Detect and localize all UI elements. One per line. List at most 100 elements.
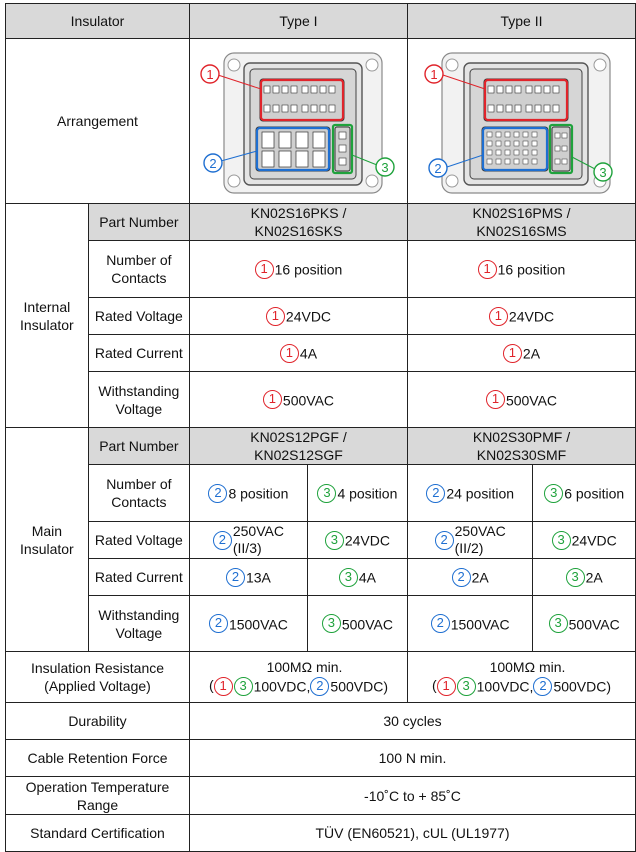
marker-2-icon: 2 [533,676,553,696]
insulation-label: Insulation Resistance (Applied Voltage) [5,651,190,703]
signal-pins-type-1 [338,131,347,166]
certification-label: Standard Certification [5,814,190,852]
main-contacts-label: Number of Contacts [87,464,190,522]
internal-current-label: Rated Current [87,334,190,372]
insulation-row: Insulation Resistance (Applied Voltage) … [5,651,636,703]
spec-table: Insulator Type I Type II Arrangement [5,3,636,852]
region-3-outline [548,123,574,175]
internal-voltage-label: Rated Voltage [87,297,190,335]
internal-part-number-type-2: KN02S16PMS / KN02S16SMS [406,203,636,241]
signal-pins-type-2 [554,132,568,165]
internal-withstand-label: Withstanding Voltage [87,371,190,428]
marker-1-icon: 1 [477,259,497,279]
marker-1-icon: 1 [254,259,274,279]
certification-value: TÜV (EN60521), cUL (UL1977) [188,814,636,852]
marker-3-icon: 3 [324,530,344,550]
main-part-number-type-2: KN02S30PMF / KN02S30SMF [406,427,636,465]
certification-row: Standard Certification TÜV (EN60521), cU… [5,814,636,852]
marker-3-icon: 3 [233,676,253,696]
arrangement-row: Arrangement [5,38,636,204]
header-row: Insulator Type I Type II [5,3,636,39]
region-2-outline [255,126,331,172]
marker-3-icon: 3 [317,483,337,503]
temperature-label: Operation Temperature Range [5,776,190,815]
marker-3-icon: 3 [338,567,358,587]
marker-2-icon: 2 [310,676,330,696]
marker-3-icon: 3 [321,614,341,634]
internal-pins-type-1 [263,85,336,113]
arrangement-type-2: 1 2 3 [406,38,636,204]
temperature-row: Operation Temperature Range -10˚C to + 8… [5,776,636,815]
marker-3-icon: 3 [381,160,388,175]
durability-label: Durability [5,702,190,740]
region-1-outline [483,78,569,122]
durability-row: Durability 30 cycles [5,702,636,740]
internal-contacts-label: Number of Contacts [87,240,190,298]
marker-3-icon: 3 [548,614,568,634]
marker-1-icon: 1 [436,676,456,696]
main-part-number-type-1: KN02S12PGF / KN02S12SGF [188,427,408,465]
temperature-value: -10˚C to + 85˚C [188,776,636,815]
arrangement-label: Arrangement [5,38,190,204]
marker-2-icon: 2 [434,530,454,550]
arrangement-type-1: 1 2 3 [188,38,408,204]
marker-1-icon: 1 [262,390,282,410]
header-type-2: Type II [406,3,636,39]
marker-1-icon: 1 [213,676,233,696]
header-type-1: Type I [188,3,408,39]
marker-1-icon: 1 [488,306,508,326]
marker-1-icon: 1 [485,390,505,410]
internal-pins-type-2 [487,85,560,113]
marker-1-icon: 1 [265,306,285,326]
main-part-number-label: Part Number [87,427,190,465]
internal-part-number-label: Part Number [87,203,190,241]
region-1-outline [259,78,345,122]
marker-2-icon: 2 [212,530,232,550]
marker-3-icon: 3 [565,567,585,587]
internal-part-number-type-1: KN02S16PKS / KN02S16SKS [188,203,408,241]
region-2-outline [481,126,549,172]
marker-3-icon: 3 [551,530,571,550]
header-insulator: Insulator [5,3,190,39]
main-insulator-label: Main Insulator [5,427,89,652]
retention-label: Cable Retention Force [5,739,190,777]
marker-2-icon: 2 [208,483,228,503]
marker-3-icon: 3 [456,676,476,696]
marker-2-icon: 2 [426,483,446,503]
marker-2-icon: 2 [208,614,228,634]
marker-1-icon: 1 [206,67,213,82]
main-current-label: Rated Current [87,558,190,596]
region-3-outline [331,123,354,175]
marker-2-icon: 2 [430,614,450,634]
main-pins-type-1 [261,131,326,168]
connector-type-1-drawing: 1 2 3 [200,52,395,194]
marker-2-icon: 2 [451,567,471,587]
main-voltage-label: Rated Voltage [87,521,190,559]
connector-type-2-drawing: 1 2 3 [424,52,613,194]
